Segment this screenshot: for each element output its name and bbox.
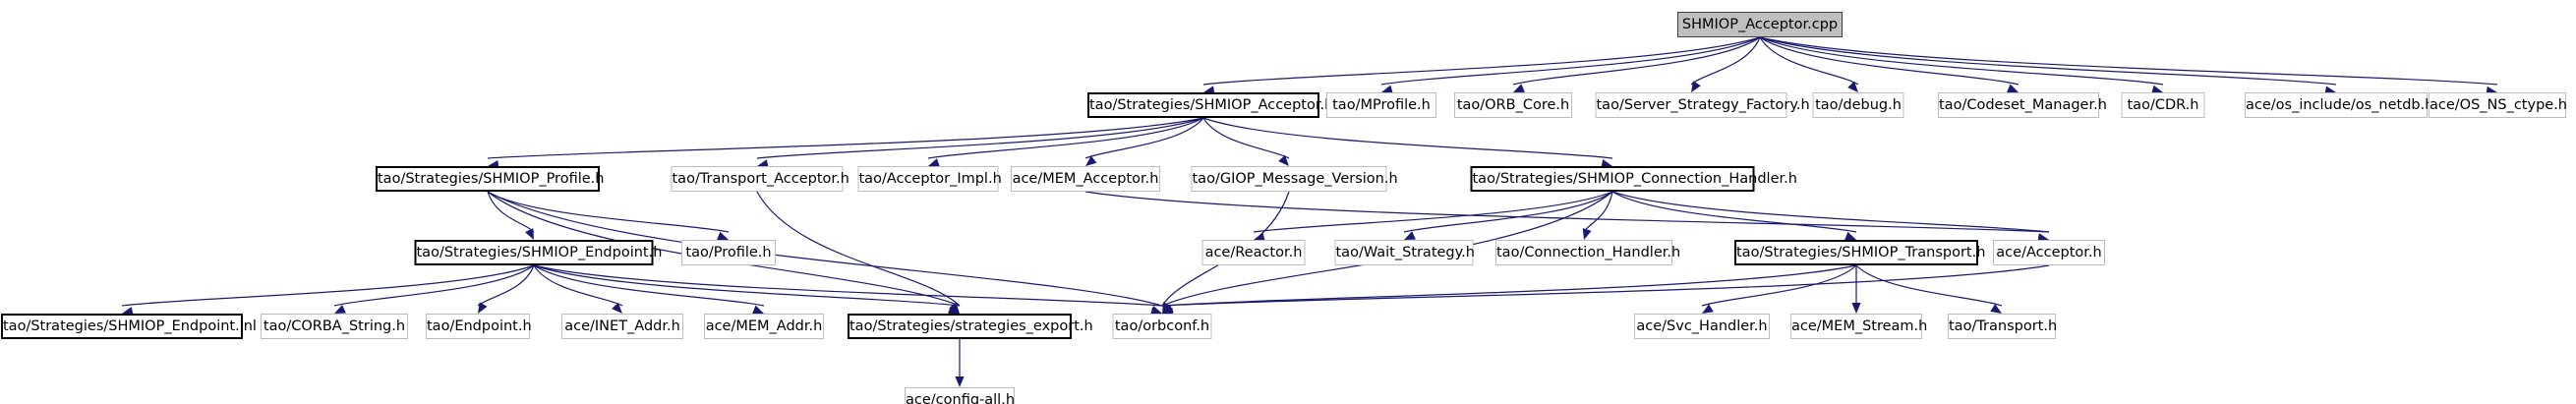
graph-node[interactable]: tao/Strategies/SHMIOP_Acceptor.h bbox=[1087, 92, 1333, 118]
graph-node[interactable]: ace/Reactor.h bbox=[1201, 240, 1306, 265]
graph-node[interactable]: ace/os_include/os_netdb.h bbox=[2245, 92, 2433, 118]
graph-edge-arrowhead bbox=[1404, 231, 1416, 240]
graph-node[interactable]: tao/Acceptor_Impl.h bbox=[857, 166, 1002, 192]
graph-node[interactable]: ace/Acceptor.h bbox=[1993, 240, 2105, 265]
graph-edge bbox=[533, 264, 623, 307]
graph-node[interactable]: tao/MProfile.h bbox=[1326, 92, 1436, 118]
graph-edge bbox=[533, 264, 961, 307]
graph-edge bbox=[533, 264, 1163, 307]
graph-edge bbox=[1611, 191, 1857, 233]
graph-node[interactable]: tao/Profile.h bbox=[681, 240, 776, 265]
graph-edge-arrowhead bbox=[948, 307, 960, 317]
graph-edge bbox=[121, 264, 535, 307]
graph-edge-arrowhead bbox=[955, 376, 965, 387]
graph-edge bbox=[1701, 264, 1857, 307]
graph-edge bbox=[1583, 191, 1613, 233]
graph-edge-arrowhead bbox=[1601, 159, 1612, 169]
graph-node[interactable]: ace/Svc_Handler.h bbox=[1634, 314, 1770, 339]
graph-node[interactable]: tao/CDR.h bbox=[2121, 92, 2205, 118]
graph-edge bbox=[1512, 36, 1761, 86]
graph-node[interactable]: ace/MEM_Stream.h bbox=[1790, 314, 1927, 339]
graph-edge bbox=[1084, 117, 1204, 159]
graph-node[interactable]: tao/orbconf.h bbox=[1112, 314, 1212, 339]
graph-edge bbox=[1759, 36, 1859, 86]
graph-edge-arrowhead bbox=[612, 302, 622, 314]
graph-edge-arrowhead bbox=[478, 302, 488, 314]
graph-edge bbox=[1253, 191, 1613, 233]
graph-node[interactable]: ace/MEM_Addr.h bbox=[704, 314, 824, 339]
graph-edge bbox=[756, 117, 1204, 159]
graph-edge bbox=[1759, 36, 2337, 86]
graph-edge-arrowhead bbox=[1381, 85, 1393, 94]
graph-edge-arrowhead bbox=[1513, 84, 1525, 92]
graph-edge bbox=[533, 264, 765, 307]
graph-node[interactable]: tao/debug.h bbox=[1812, 92, 1904, 118]
graph-edge-arrowhead bbox=[1702, 304, 1714, 314]
graph-edge-arrowhead bbox=[1851, 303, 1861, 314]
graph-edge-arrowhead bbox=[949, 302, 960, 314]
graph-node[interactable]: SHMIOP_Acceptor.cpp bbox=[1677, 12, 1843, 37]
graph-edge bbox=[1759, 36, 2020, 86]
graph-node[interactable]: tao/ORB_Core.h bbox=[1454, 92, 1572, 118]
graph-edge bbox=[1855, 264, 2003, 307]
graph-node[interactable]: tao/Transport_Acceptor.h bbox=[671, 166, 849, 192]
graph-edge-arrowhead bbox=[757, 159, 769, 169]
graph-node[interactable]: tao/Wait_Strategy.h bbox=[1334, 240, 1475, 265]
graph-node[interactable]: tao/CORBA_String.h bbox=[261, 314, 408, 339]
graph-edge bbox=[477, 264, 535, 307]
graph-edge-arrowhead bbox=[1990, 304, 2002, 314]
graph-edge bbox=[487, 191, 730, 233]
graph-node[interactable]: ace/MEM_Acceptor.h bbox=[1011, 166, 1160, 192]
graph-node[interactable]: ace/config-all.h bbox=[905, 387, 1015, 404]
graph-edge-arrowhead bbox=[122, 307, 134, 317]
graph-edge bbox=[1690, 36, 1761, 86]
graph-edge-arrowhead bbox=[752, 305, 764, 315]
graph-edge-arrowhead bbox=[525, 228, 534, 240]
graph-node[interactable]: tao/Transport.h bbox=[1948, 314, 2057, 339]
graph-node[interactable]: tao/Strategies/SHMIOP_Transport.h bbox=[1734, 240, 1985, 265]
graph-edge bbox=[1161, 264, 1857, 307]
graph-edge bbox=[1403, 191, 1613, 233]
graph-node[interactable]: tao/Strategies/SHMIOP_Endpoint.inl bbox=[1, 314, 257, 339]
graph-edge bbox=[487, 191, 1163, 307]
graph-edge-arrowhead bbox=[1691, 81, 1701, 92]
graph-node[interactable]: tao/Strategies/SHMIOP_Profile.h bbox=[376, 166, 604, 192]
graph-edge bbox=[1202, 117, 1613, 159]
graph-edge bbox=[487, 191, 535, 233]
graph-edge bbox=[487, 117, 1204, 159]
graph-edge-arrowhead bbox=[928, 158, 940, 167]
graph-edge-arrowhead bbox=[334, 305, 346, 314]
graph-node[interactable]: tao/Endpoint.h bbox=[426, 314, 532, 339]
graph-node[interactable]: tao/Server_Strategy_Factory.h bbox=[1595, 92, 1810, 118]
graph-edge-arrowhead bbox=[2151, 85, 2163, 94]
graph-node[interactable]: tao/GIOP_Message_Version.h bbox=[1191, 166, 1398, 192]
graph-node[interactable]: tao/Strategies/SHMIOP_Endpoint.h bbox=[414, 240, 662, 265]
graph-node[interactable]: ace/INET_Addr.h bbox=[561, 314, 683, 339]
graph-edge-arrowhead bbox=[1162, 302, 1172, 314]
graph-edge bbox=[1759, 36, 2164, 86]
graph-edge-arrowhead bbox=[1582, 228, 1592, 240]
graph-edge bbox=[756, 191, 961, 307]
graph-edge bbox=[1759, 36, 2498, 86]
graph-node[interactable]: tao/Strategies/strategies_export.h bbox=[848, 314, 1093, 339]
graph-edge bbox=[1202, 117, 1290, 159]
graph-edge-arrowhead bbox=[2007, 84, 2019, 93]
graph-edge bbox=[1202, 36, 1761, 86]
graph-node[interactable]: tao/Strategies/SHMIOP_Connection_Handler… bbox=[1470, 166, 1797, 192]
graph-edge-arrowhead bbox=[1278, 154, 1289, 166]
graph-edge bbox=[1611, 191, 2050, 233]
graph-edge bbox=[1084, 191, 2050, 233]
graph-node[interactable]: tao/Codeset_Manager.h bbox=[1938, 92, 2107, 118]
graph-edge bbox=[333, 264, 535, 307]
graph-edge bbox=[1380, 36, 1761, 86]
graph-edge-arrowhead bbox=[1847, 81, 1858, 92]
graph-node[interactable]: tao/Connection_Handler.h bbox=[1495, 240, 1680, 265]
graph-edge-arrowhead bbox=[717, 231, 729, 241]
graph-edge-arrowhead bbox=[1844, 231, 1856, 241]
graph-node[interactable]: ace/OS_NS_ctype.h bbox=[2429, 92, 2567, 118]
graph-edge bbox=[1161, 264, 2050, 307]
graph-edge bbox=[927, 117, 1204, 159]
graph-edge-arrowhead bbox=[1085, 155, 1097, 166]
